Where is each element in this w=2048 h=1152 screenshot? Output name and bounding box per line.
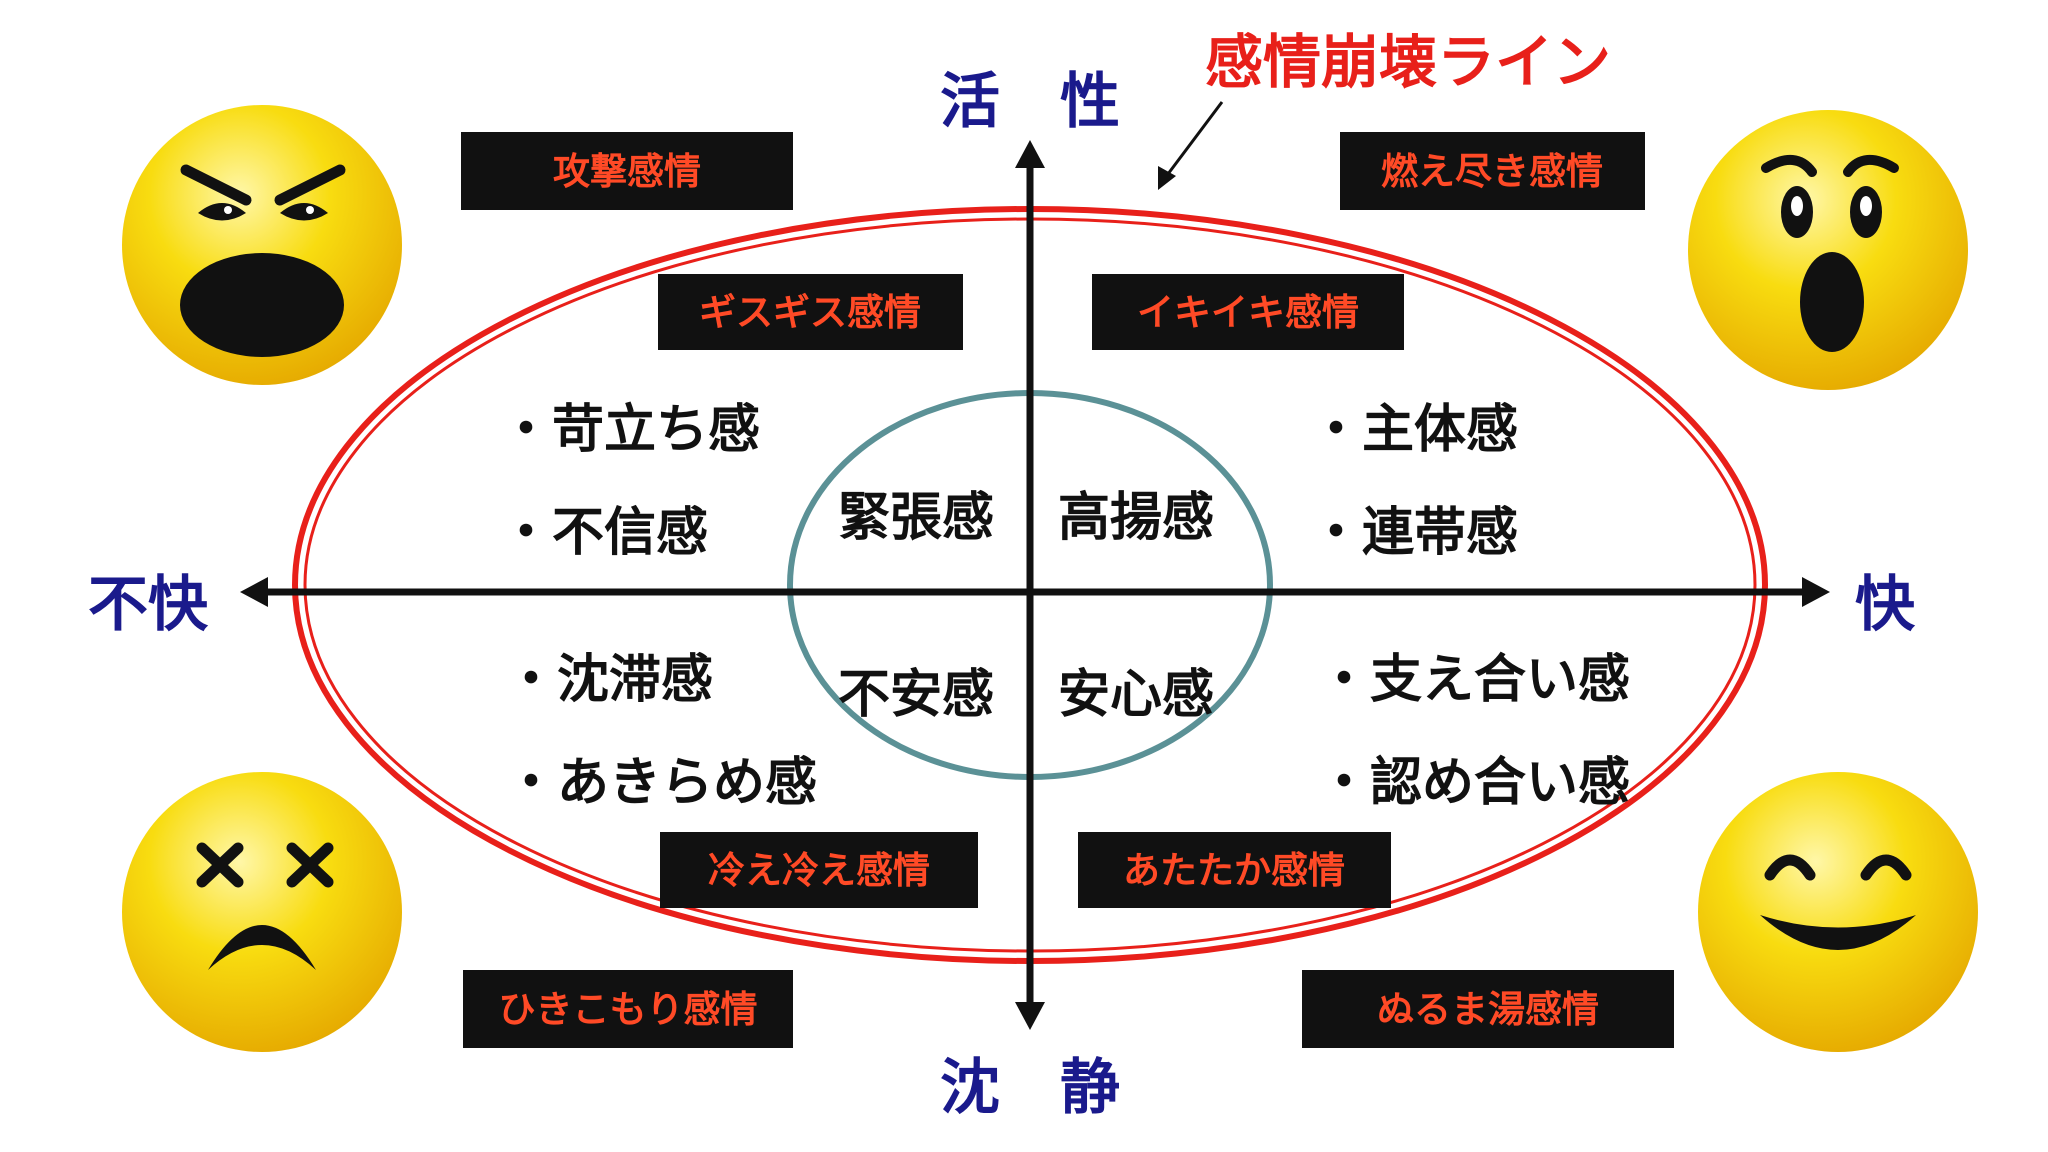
item-top-left-2: ・不信感 xyxy=(500,503,708,563)
center-top-left: 緊張感 xyxy=(838,488,994,548)
item-top-right-2: ・連帯感 xyxy=(1310,503,1518,563)
svg-text:攻撃感情: 攻撃感情 xyxy=(553,150,701,193)
item-bottom-right-1: ・支え合い感 xyxy=(1318,650,1630,710)
item-bottom-right-2: ・認め合い感 xyxy=(1318,753,1630,813)
svg-text:燃え尽き感情: 燃え尽き感情 xyxy=(1381,150,1603,193)
arrow-down-icon xyxy=(1015,1002,1045,1030)
arrow-right-icon xyxy=(1802,577,1830,607)
svg-text:ひきこもり感情: ひきこもり感情 xyxy=(499,988,758,1031)
svg-text:冷え冷え感情: 冷え冷え感情 xyxy=(708,849,930,892)
outer-box-bottom-left: ひきこもり感情 xyxy=(463,970,793,1048)
inner-box-bottom-left: 冷え冷え感情 xyxy=(660,832,978,908)
center-bottom-left: 不安感 xyxy=(838,665,994,725)
axis-label-bottom: 沈 静 xyxy=(940,1053,1120,1123)
laughing-face-icon xyxy=(1698,772,1978,1052)
outer-box-bottom-right: ぬるま湯感情 xyxy=(1302,970,1674,1048)
title-pointer-arrowhead-icon xyxy=(1158,166,1176,190)
outer-box-top-left: 攻撃感情 xyxy=(461,132,793,210)
item-top-left-1: ・苛立ち感 xyxy=(500,400,760,460)
inner-box-top-left: ギスギス感情 xyxy=(658,274,963,350)
item-bottom-left-1: ・沈滞感 xyxy=(505,650,713,710)
arrow-up-icon xyxy=(1015,140,1045,168)
axis-label-top: 活 性 xyxy=(940,67,1120,137)
svg-text:ギスギス感情: ギスギス感情 xyxy=(699,291,921,334)
surprised-face-icon xyxy=(1688,110,1968,390)
svg-text:あたたか感情: あたたか感情 xyxy=(1123,849,1345,892)
inner-box-top-right: イキイキ感情 xyxy=(1092,274,1404,350)
inner-box-bottom-right: あたたか感情 xyxy=(1078,832,1391,908)
title-pointer-line xyxy=(1163,101,1224,179)
svg-text:イキイキ感情: イキイキ感情 xyxy=(1137,291,1359,334)
angry-face-icon xyxy=(122,105,402,385)
center-top-right: 高揚感 xyxy=(1058,488,1214,548)
title: 感情崩壊ライン xyxy=(1205,28,1611,96)
item-bottom-left-2: ・あきらめ感 xyxy=(505,753,817,813)
center-bottom-right: 安心感 xyxy=(1058,665,1214,725)
axis-label-right: 快 xyxy=(1855,570,1916,640)
svg-text:ぬるま湯感情: ぬるま湯感情 xyxy=(1377,988,1599,1031)
dizzy-frown-face-icon xyxy=(122,772,402,1052)
axis-label-left: 不快 xyxy=(88,570,209,640)
arrow-left-icon xyxy=(240,577,268,607)
item-top-right-1: ・主体感 xyxy=(1310,400,1518,460)
outer-box-top-right: 燃え尽き感情 xyxy=(1340,132,1645,210)
